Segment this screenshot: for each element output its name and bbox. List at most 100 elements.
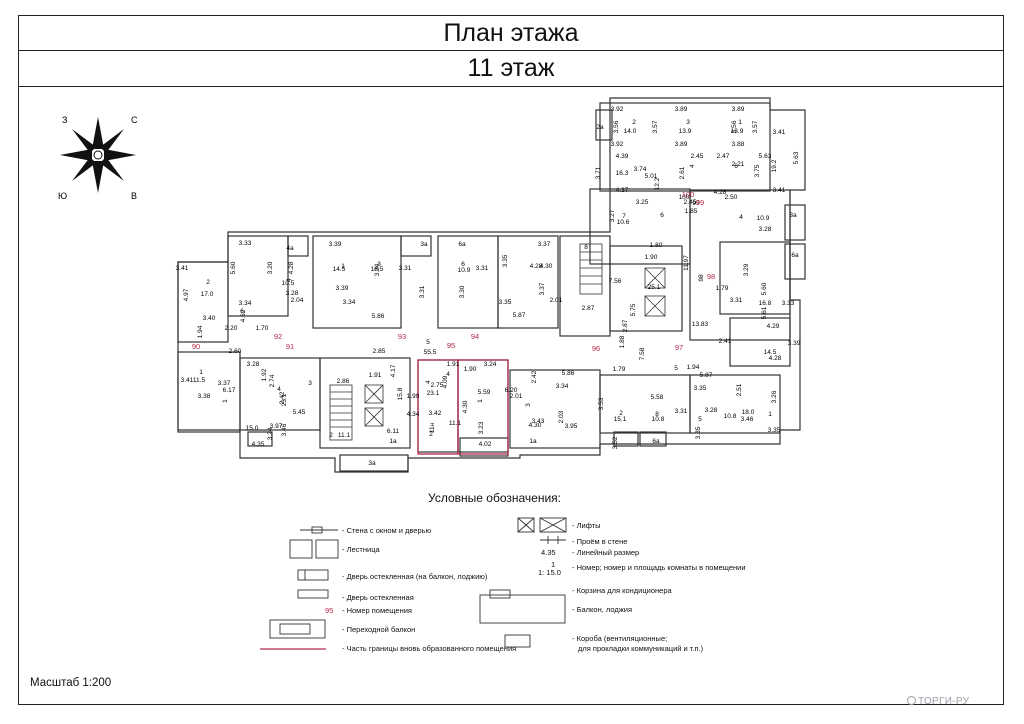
room-label: 5.01 bbox=[645, 173, 658, 180]
room-label: 3.89 bbox=[675, 106, 688, 113]
legend-elevators: - Лифты bbox=[572, 521, 601, 530]
room-label: 1.88 bbox=[619, 335, 626, 348]
watermark-text: ТОРГИ-РУ bbox=[918, 696, 970, 707]
elevator-icon bbox=[364, 267, 666, 427]
room-label: 4.62 bbox=[240, 309, 247, 322]
room-label: 1 bbox=[477, 399, 484, 403]
room-label: 3.39 bbox=[336, 285, 349, 292]
room-label: 1.99 bbox=[407, 393, 420, 400]
room-label: 1.94 bbox=[197, 325, 204, 338]
watermark-logo-icon bbox=[907, 696, 916, 705]
legend-room-number: - Номер помещения bbox=[342, 606, 412, 615]
room-label: 10.8 bbox=[652, 416, 665, 423]
room-label: 2.45 bbox=[684, 199, 697, 206]
room-label: 3.40 bbox=[203, 315, 216, 322]
room-label: 3.56 bbox=[613, 120, 620, 133]
room-number-label: 91 bbox=[286, 342, 294, 351]
legend-title: Условные обозначения: bbox=[428, 491, 561, 505]
room-label: 4а bbox=[286, 245, 294, 252]
room-label: 5.63 bbox=[793, 151, 800, 164]
room-label: 3.52 bbox=[612, 436, 619, 449]
room-label: 1.94 bbox=[687, 364, 700, 371]
room-label: 3.35 bbox=[768, 427, 781, 434]
room-label: 13.9 bbox=[731, 128, 744, 135]
room-label: 1 bbox=[199, 369, 203, 376]
room-label: 5.61 bbox=[761, 306, 768, 319]
room-label: 100 bbox=[679, 194, 690, 201]
room-label: 4.97 bbox=[183, 288, 190, 301]
room-label: 3 bbox=[686, 119, 690, 126]
room-label: 98 bbox=[698, 274, 705, 282]
room-label: 3.31 bbox=[476, 265, 489, 272]
room-number-label: 90 bbox=[192, 342, 200, 351]
room-label: 1.92 bbox=[261, 368, 268, 381]
room-label: 1а bbox=[529, 438, 537, 445]
room-label: 6а bbox=[458, 241, 466, 248]
room-label: 7 bbox=[622, 213, 626, 220]
room-label: 8 bbox=[584, 244, 588, 251]
room-label: 3.27 bbox=[609, 209, 616, 222]
room-label: 1 bbox=[341, 263, 345, 270]
room-label: 3.34 bbox=[374, 263, 381, 276]
room-label: 3.35 bbox=[695, 426, 702, 439]
legend-room-number-sample: 95 bbox=[325, 606, 334, 615]
room-label: 3.35 bbox=[499, 299, 512, 306]
compass-s: Ю bbox=[58, 191, 67, 201]
room-label: 3.39 bbox=[788, 340, 801, 347]
room-label: 3.26 bbox=[771, 390, 778, 403]
room-label: 3.30 bbox=[459, 285, 466, 298]
room-label: 3.28 bbox=[286, 290, 299, 297]
room-label: 18.0 bbox=[742, 409, 755, 416]
room-label: 3.29 bbox=[743, 263, 750, 276]
room-label: 1.90 bbox=[645, 254, 658, 261]
room-label: 2.86 bbox=[337, 378, 350, 385]
room-label: 4.28 bbox=[530, 263, 543, 270]
room-label: 6а bbox=[791, 252, 799, 259]
room-label: 4 bbox=[425, 380, 432, 384]
room-label: 2.04 bbox=[291, 297, 304, 304]
room-label: 3.28 bbox=[759, 226, 772, 233]
room-label: 3.33 bbox=[239, 240, 252, 247]
room-label: 17.0 bbox=[201, 291, 214, 298]
room-label: 15.8 bbox=[397, 387, 404, 400]
building-walls bbox=[177, 97, 806, 473]
room-label: 3.20 bbox=[267, 261, 274, 274]
room-label: 3а bbox=[420, 241, 428, 248]
room-label: 1.79 bbox=[716, 285, 729, 292]
room-label: 3.89 bbox=[732, 106, 745, 113]
room-label: 4 bbox=[739, 214, 743, 221]
room-label: 12.2 bbox=[654, 177, 661, 190]
room-label: 3.31 bbox=[419, 285, 426, 298]
room-label: 7.56 bbox=[609, 278, 622, 285]
room-label: 2а bbox=[596, 124, 604, 131]
room-label: 3.92 bbox=[611, 106, 624, 113]
room-label: 3.95 bbox=[565, 423, 578, 430]
room-label: 11.5 bbox=[193, 377, 206, 384]
room-label: 16.8 bbox=[759, 300, 772, 307]
room-label: 4.30 bbox=[529, 422, 542, 429]
room-label: 2.47 bbox=[717, 153, 730, 160]
legend-transition-balcony: - Переходной балкон bbox=[342, 625, 416, 634]
room-label: 3.75 bbox=[754, 164, 761, 177]
room-label: 1.85 bbox=[685, 208, 698, 215]
room-label: 4 bbox=[286, 278, 293, 282]
room-label: 10.9 bbox=[757, 215, 770, 222]
room-label: 2.75 bbox=[431, 382, 444, 389]
room-label: 4.34 bbox=[407, 411, 420, 418]
room-label: 3.35 bbox=[694, 385, 707, 392]
room-label: 2.42 bbox=[279, 391, 286, 404]
room-label: 3.53 bbox=[598, 397, 605, 410]
room-label: 2.20 bbox=[225, 325, 238, 332]
room-number-label: 93 bbox=[398, 332, 406, 341]
legend-ducts-note: для прокладки коммуникаций и т.п.) bbox=[578, 644, 704, 653]
room-label: 3.39 bbox=[329, 241, 342, 248]
room-label: 3а bbox=[368, 460, 376, 467]
room-number-label: 96 bbox=[592, 344, 600, 353]
room-label: 19.2 bbox=[771, 159, 778, 172]
room-label: 2.01 bbox=[510, 393, 523, 400]
room-label: 13.9 bbox=[679, 128, 692, 135]
room-label: 7.58 bbox=[639, 347, 646, 360]
room-number-label: 98 bbox=[707, 272, 715, 281]
sheet-frame bbox=[18, 15, 1004, 705]
legend-glazed-door: - Дверь остекленная bbox=[342, 593, 414, 602]
